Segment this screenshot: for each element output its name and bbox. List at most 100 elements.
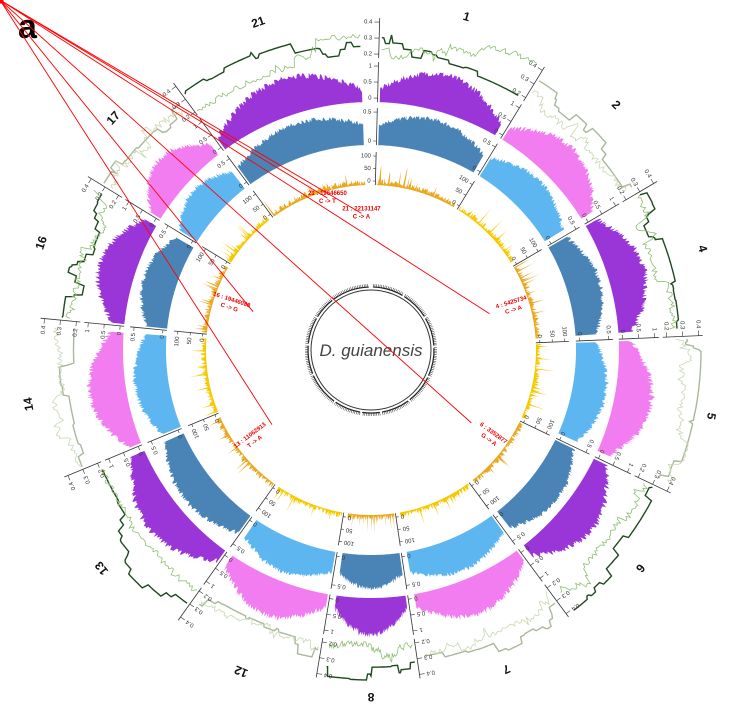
ideogram-tick bbox=[312, 378, 315, 381]
ideogram-tick bbox=[324, 394, 327, 397]
ideogram-tick bbox=[425, 316, 429, 319]
ideogram-arc bbox=[333, 286, 369, 300]
axis-tick bbox=[190, 240, 194, 244]
tick-label: 0.3 bbox=[364, 35, 373, 41]
axis-tick bbox=[412, 629, 418, 632]
axis-line bbox=[500, 104, 522, 139]
chromosome-label: 7 bbox=[500, 662, 512, 678]
tick-label: 100 bbox=[458, 175, 470, 186]
ideogram-tick bbox=[316, 385, 320, 388]
axis-tick bbox=[123, 452, 126, 457]
ideogram-tick bbox=[417, 392, 420, 395]
tick-label: 0.2 bbox=[550, 576, 561, 586]
ideogram-tick bbox=[401, 292, 404, 296]
ideogram-tick bbox=[315, 313, 319, 316]
ideogram-tick bbox=[406, 401, 409, 405]
chromosome-sector-14: 0.10.20.30.40.505010000.500.510.20.30.41… bbox=[0, 0, 314, 491]
axis-tick bbox=[556, 597, 561, 602]
line-series bbox=[538, 80, 633, 188]
axis-tick bbox=[67, 475, 71, 481]
annotation-position: 21 : 22131147 bbox=[342, 206, 381, 212]
tick-label: 0 bbox=[576, 332, 582, 336]
histogram-bars bbox=[347, 513, 395, 534]
tick-label: 1 bbox=[608, 196, 615, 202]
tick-label: 0 bbox=[149, 222, 156, 229]
tick-label: 0 bbox=[536, 334, 542, 338]
ideogram-tick bbox=[328, 299, 331, 302]
tick-label: 50 bbox=[480, 486, 489, 495]
ideogram-tick bbox=[414, 302, 418, 305]
ideogram-arc bbox=[307, 345, 314, 374]
ideogram-tick bbox=[389, 286, 391, 290]
ideogram-tick bbox=[325, 301, 329, 305]
ideogram-tick bbox=[326, 396, 330, 400]
tick-label: 0 bbox=[580, 213, 587, 219]
purple-pink-density-bars bbox=[585, 218, 649, 333]
line-series bbox=[199, 598, 319, 658]
tick-label: 0.4 bbox=[81, 183, 91, 194]
ideogram-arc bbox=[381, 400, 409, 413]
axis-tick bbox=[612, 461, 615, 466]
ideogram-tick bbox=[327, 397, 331, 401]
ideogram-tick bbox=[332, 400, 335, 404]
tick-label: 50 bbox=[345, 526, 353, 533]
axis-tick bbox=[471, 484, 474, 487]
ideogram-arc bbox=[409, 377, 429, 401]
ideogram-tick bbox=[431, 365, 435, 367]
ideogram-tick bbox=[308, 370, 312, 372]
axis-tick bbox=[637, 187, 641, 192]
tick-label: 0 bbox=[221, 264, 228, 271]
histogram-bars bbox=[399, 483, 470, 525]
ideogram-tick bbox=[352, 286, 354, 290]
tick-label: 0 bbox=[368, 138, 372, 144]
tick-label: 0.2 bbox=[109, 199, 119, 210]
axis-tick bbox=[408, 598, 413, 600]
ideogram-tick bbox=[390, 409, 392, 413]
ideogram-tick bbox=[390, 287, 393, 291]
ideogram-tick bbox=[387, 286, 389, 290]
line-series bbox=[101, 469, 197, 591]
chromosome-label: 13 bbox=[92, 558, 111, 577]
ideogram-tick bbox=[429, 326, 433, 328]
tick-label: 0 bbox=[200, 338, 206, 343]
tick-label: 0 bbox=[473, 478, 480, 485]
ideogram-tick bbox=[399, 406, 402, 409]
ideogram-tick bbox=[306, 362, 310, 364]
blue-density-bars bbox=[378, 115, 484, 173]
purple-pink-density-bars bbox=[224, 555, 328, 621]
axis-line bbox=[173, 330, 207, 335]
tick-label: 50 bbox=[364, 166, 371, 172]
ideogram-tick bbox=[309, 371, 313, 374]
axis-tick bbox=[559, 436, 562, 441]
tick-label: 0 bbox=[399, 512, 404, 519]
line-series bbox=[110, 110, 187, 189]
axis-line bbox=[512, 249, 542, 267]
ideogram-tick bbox=[385, 285, 388, 289]
tick-label: 1 bbox=[627, 462, 634, 468]
line-series bbox=[381, 34, 519, 97]
ideogram-tick bbox=[309, 373, 313, 375]
ideogram-tick bbox=[350, 287, 352, 291]
axis-tick bbox=[265, 497, 269, 500]
axis-tick bbox=[82, 469, 85, 475]
ideogram-tick bbox=[413, 301, 416, 304]
ideogram-tick bbox=[307, 332, 311, 334]
tick-label: 0.4 bbox=[162, 88, 173, 98]
axis-tick bbox=[215, 567, 219, 571]
tick-label: 0.4 bbox=[569, 601, 580, 611]
tick-label: 0 bbox=[450, 200, 457, 207]
axis-line bbox=[173, 82, 198, 116]
blue-density-bars bbox=[237, 117, 364, 185]
axis-tick bbox=[336, 555, 340, 557]
ideogram-tick bbox=[393, 408, 395, 412]
tick-label: 0.2 bbox=[181, 114, 192, 124]
ideogram-tick bbox=[398, 290, 401, 294]
axis-tick bbox=[417, 657, 423, 659]
ideogram-tick bbox=[329, 298, 332, 301]
ideogram-tick bbox=[346, 408, 348, 412]
tick-label: 0 bbox=[263, 215, 270, 222]
axis-tick bbox=[623, 195, 627, 200]
tick-label: 100 bbox=[242, 195, 254, 206]
ideogram-tick bbox=[412, 300, 415, 303]
